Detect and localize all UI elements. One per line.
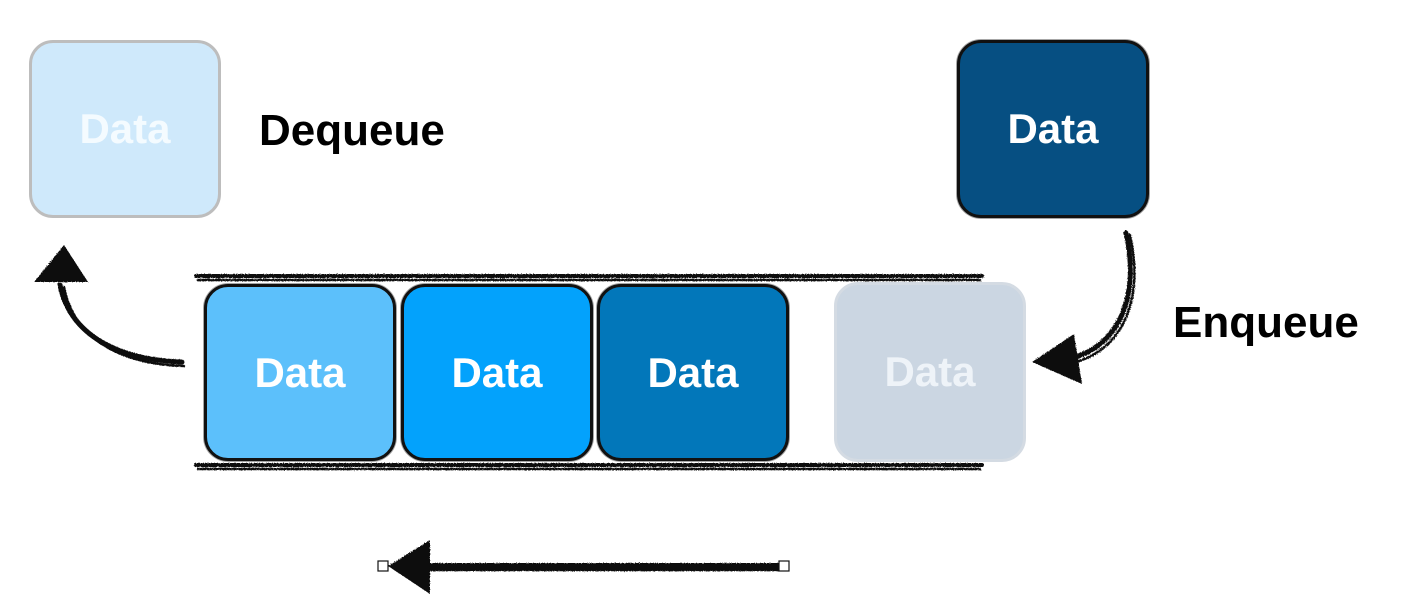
dequeued-data-label: Data (79, 105, 171, 152)
incoming-data-box: Data (957, 40, 1149, 218)
queue-item-2: Data (401, 284, 593, 461)
queue-item-3: Data (597, 284, 789, 461)
enqueue-label: Enqueue (1173, 298, 1359, 347)
queue-item-1-label: Data (254, 348, 346, 396)
dequeue-arrow (34, 245, 186, 368)
queue-slot-ghost: Data (834, 282, 1026, 462)
dequeue-label: Dequeue (259, 106, 445, 155)
queue-slot-ghost-label: Data (884, 348, 976, 395)
incoming-data-label: Data (1007, 105, 1099, 152)
queue-item-3-label: Data (647, 348, 739, 396)
direction-arrow (388, 540, 785, 594)
queue-item-1: Data (204, 284, 396, 461)
dequeued-data-box: Data (29, 40, 221, 218)
queue-item-2-label: Data (451, 348, 543, 396)
handle-left[interactable] (377, 560, 389, 572)
enqueue-arrow (1032, 230, 1136, 384)
handle-right[interactable] (778, 560, 790, 572)
